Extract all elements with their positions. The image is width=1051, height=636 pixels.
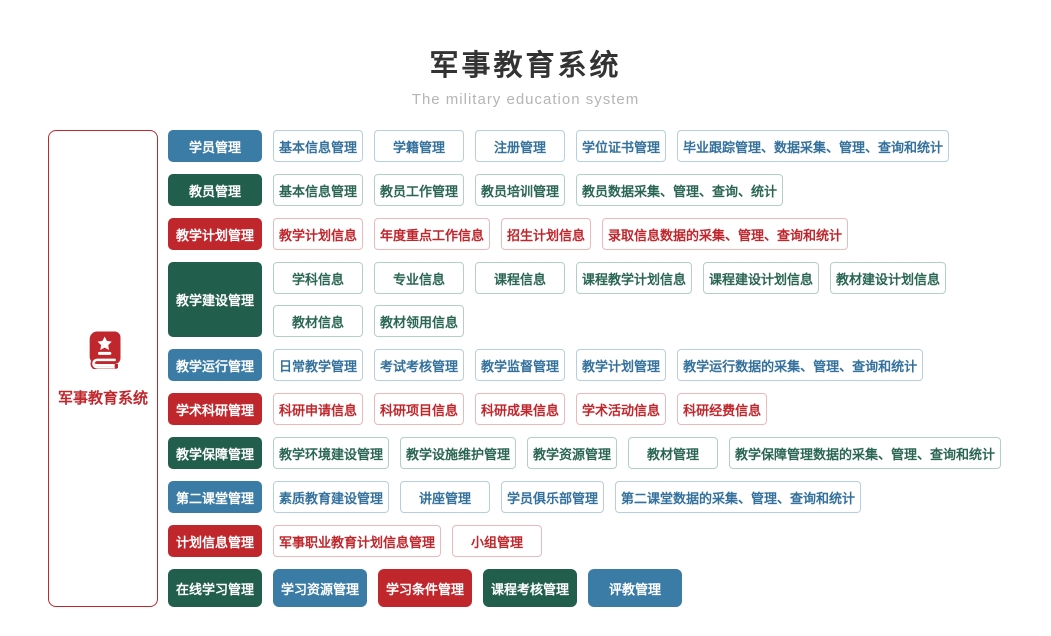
subitem-button[interactable]: 科研成果信息 [475,393,566,425]
row-teaching-construction-management: 教学建设管理学科信息专业信息课程信息课程教学计划信息课程建设计划信息教材建设计划… [168,262,1001,337]
page-title: 军事教育系统 [429,50,622,82]
root-label: 军事教育系统 [57,390,148,407]
subitem-button[interactable]: 教员数据采集、管理、查询、统计 [576,174,784,206]
row-online-learning-management: 在线学习管理学习资源管理学习条件管理课程考核管理评教管理 [168,569,1001,607]
category-button[interactable]: 教学建设管理 [168,262,262,337]
category-button[interactable]: 课程考核管理 [483,569,577,607]
subitem-button[interactable]: 教材建设计划信息 [830,262,947,294]
subitem-button[interactable]: 第二课堂数据的采集、管理、查询和统计 [615,481,862,513]
category-button[interactable]: 教员管理 [168,174,262,206]
subitem-button[interactable]: 课程信息 [475,262,565,294]
subitem-button[interactable]: 教学环境建设管理 [273,437,390,469]
subitem-button[interactable]: 录取信息数据的采集、管理、查询和统计 [602,218,849,250]
sub-lines: 学科信息专业信息课程信息课程教学计划信息课程建设计划信息教材建设计划信息教材信息… [273,262,947,337]
subitem-button[interactable]: 科研项目信息 [374,393,465,425]
subitem-button[interactable]: 教学监督管理 [475,349,566,381]
subitem-button[interactable]: 课程教学计划信息 [576,262,693,294]
category-button[interactable]: 教学运行管理 [168,349,262,381]
sub-line: 教材信息教材领用信息 [273,305,946,337]
page-subtitle: The military education system [411,91,640,108]
category-button[interactable]: 评教管理 [588,569,682,607]
subitem-button[interactable]: 教学计划管理 [576,349,667,381]
subitem-button[interactable]: 科研申请信息 [273,393,364,425]
subitem-button[interactable]: 学术活动信息 [576,393,667,425]
subitem-button[interactable]: 学位证书管理 [576,130,667,162]
subitem-button[interactable]: 基本信息管理 [273,174,364,206]
row-second-classroom-management: 第二课堂管理素质教育建设管理讲座管理学员俱乐部管理第二课堂数据的采集、管理、查询… [168,481,1001,513]
subitem-button[interactable]: 教学设施维护管理 [400,437,517,469]
subitem-button[interactable]: 军事职业教育计划信息管理 [273,525,442,557]
category-button[interactable]: 第二课堂管理 [168,481,262,513]
subitem-button[interactable]: 教学保障管理数据的采集、管理、查询和统计 [729,437,1002,469]
category-button[interactable]: 在线学习管理 [168,569,262,607]
category-button[interactable]: 教学计划管理 [168,218,262,250]
row-teaching-plan-management: 教学计划管理教学计划信息年度重点工作信息招生计划信息录取信息数据的采集、管理、查… [168,218,1001,250]
subitem-button[interactable]: 教学计划信息 [273,218,364,250]
subitem-button[interactable]: 注册管理 [475,130,566,162]
page-header: 军事教育系统 The military education system [0,0,1051,108]
category-button[interactable]: 学术科研管理 [168,393,262,425]
subitem-button[interactable]: 年度重点工作信息 [374,218,491,250]
category-button[interactable]: 教学保障管理 [168,437,262,469]
subitem-button[interactable]: 日常教学管理 [273,349,364,381]
subitem-button[interactable]: 教材管理 [628,437,719,469]
category-button[interactable]: 计划信息管理 [168,525,262,557]
subitem-button[interactable]: 教员培训管理 [475,174,566,206]
subitem-button[interactable]: 小组管理 [452,525,543,557]
book-star-icon [83,329,123,374]
subitem-button[interactable]: 教学资源管理 [527,437,618,469]
row-plan-info-management: 计划信息管理军事职业教育计划信息管理小组管理 [168,525,1001,557]
subitem-button[interactable]: 毕业跟踪管理、数据采集、管理、查询和统计 [677,130,950,162]
subitem-button[interactable]: 教学运行数据的采集、管理、查询和统计 [677,349,924,381]
row-teacher-management: 教员管理基本信息管理教员工作管理教员培训管理教员数据采集、管理、查询、统计 [168,174,1001,206]
subitem-button[interactable]: 教员工作管理 [374,174,465,206]
subitem-button[interactable]: 教材领用信息 [374,305,465,337]
subitem-button[interactable]: 素质教育建设管理 [273,481,390,513]
subitem-button[interactable]: 学科信息 [273,262,363,294]
subitem-button[interactable]: 教材信息 [273,305,363,337]
subitem-button[interactable]: 基本信息管理 [273,130,364,162]
subitem-button[interactable]: 考试考核管理 [374,349,465,381]
row-academic-research-management: 学术科研管理科研申请信息科研项目信息科研成果信息学术活动信息科研经费信息 [168,393,1001,425]
root-node[interactable]: 军事教育系统 [48,130,158,607]
row-student-management: 学员管理基本信息管理学籍管理注册管理学位证书管理毕业跟踪管理、数据采集、管理、查… [168,130,1001,162]
row-teaching-support-management: 教学保障管理教学环境建设管理教学设施维护管理教学资源管理教材管理教学保障管理数据… [168,437,1002,469]
row-teaching-operation-management: 教学运行管理日常教学管理考试考核管理教学监督管理教学计划管理教学运行数据的采集、… [168,349,1001,381]
subitem-button[interactable]: 科研经费信息 [677,393,768,425]
subitem-button[interactable]: 课程建设计划信息 [703,262,820,294]
system-diagram: 军事教育系统 学员管理基本信息管理学籍管理注册管理学位证书管理毕业跟踪管理、数据… [48,130,1002,607]
subitem-button[interactable]: 专业信息 [374,262,464,294]
module-rows: 学员管理基本信息管理学籍管理注册管理学位证书管理毕业跟踪管理、数据采集、管理、查… [168,130,1002,607]
category-button[interactable]: 学员管理 [168,130,262,162]
subitem-button[interactable]: 讲座管理 [400,481,491,513]
subitem-button[interactable]: 学员俱乐部管理 [501,481,605,513]
sub-line: 学科信息专业信息课程信息课程教学计划信息课程建设计划信息教材建设计划信息 [273,262,947,294]
category-button[interactable]: 学习条件管理 [378,569,472,607]
subitem-button[interactable]: 学籍管理 [374,130,465,162]
category-button[interactable]: 学习资源管理 [273,569,367,607]
subitem-button[interactable]: 招生计划信息 [501,218,592,250]
